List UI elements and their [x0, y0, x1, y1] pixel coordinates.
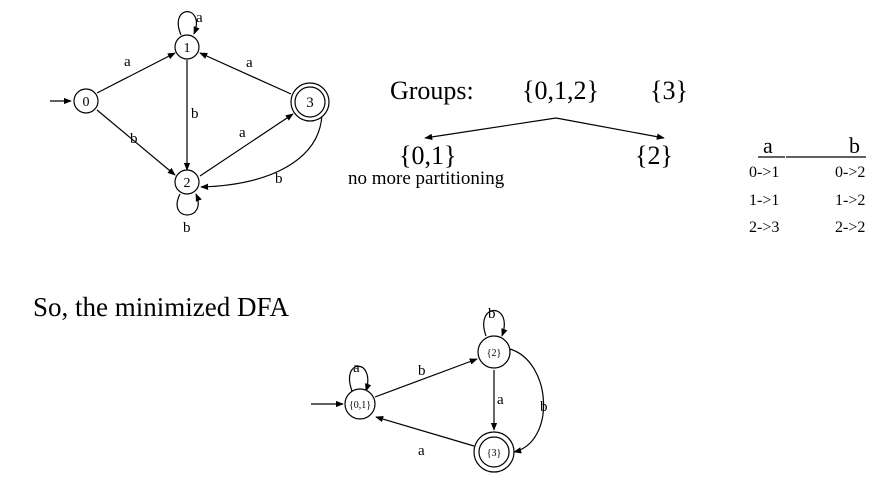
- table-cell: 1->1: [749, 192, 780, 209]
- min-state-2: [477, 335, 511, 369]
- table-header-b: b: [849, 133, 860, 158]
- min-state-3-label: {3}: [487, 448, 502, 459]
- edge-0-to-2-label: b: [130, 131, 138, 147]
- state-3-inner: [294, 86, 326, 118]
- edge-3-to-2: [200, 113, 323, 190]
- self-loop-2-label: b: [183, 220, 191, 236]
- self-loop-2: [176, 193, 202, 216]
- edge-2-to-3-label: a: [239, 125, 246, 141]
- edge-0-to-1-label: a: [124, 54, 131, 70]
- min-edge-2-to-3-label: a: [497, 392, 504, 408]
- min-state-01-label: {0,1}: [349, 400, 371, 411]
- min-edge-3-to-2: [509, 348, 545, 454]
- edge-1-to-2-label: b: [191, 106, 199, 122]
- state-1: [174, 34, 200, 60]
- min-self-loop-2-label: b: [488, 306, 496, 322]
- edge-3-to-1: [199, 52, 292, 95]
- group-0-1-2: {0,1,2}: [522, 76, 599, 105]
- split-group-0-1: {0,1}: [399, 141, 457, 170]
- conclusion-text: So, the minimized DFA: [33, 292, 289, 322]
- min-state-3-inner: [478, 436, 510, 468]
- partition-split: [424, 117, 665, 141]
- min-edge-01-to-2-label: b: [418, 363, 426, 379]
- min-edge-3-to-01: [375, 415, 475, 447]
- table-header-a: a: [763, 133, 773, 158]
- state-0: [73, 88, 99, 114]
- group-3: {3}: [650, 76, 688, 105]
- partition-note: no more partitioning: [348, 168, 505, 189]
- table-cell: 2->2: [835, 219, 866, 236]
- table-cell: 1->2: [835, 192, 866, 209]
- min-state-01: [344, 388, 376, 420]
- edge-3-to-2-label: b: [275, 171, 283, 187]
- edge-2-to-3: [199, 113, 294, 177]
- self-loop-1: [177, 11, 200, 36]
- min-edge-3-to-01-label: a: [418, 443, 425, 459]
- min-self-loop-01: [349, 365, 372, 392]
- min-self-loop-2: [483, 310, 508, 337]
- split-arrow-right: [555, 117, 665, 140]
- table-cell: 2->3: [749, 219, 780, 236]
- state-2-label: 2: [184, 176, 191, 191]
- state-2: [174, 169, 200, 195]
- split-group-2: {2}: [635, 141, 673, 170]
- self-loop-1-label: a: [196, 10, 203, 26]
- min-self-loop-01-label: a: [353, 360, 360, 376]
- state-3-label: 3: [306, 95, 314, 111]
- edge-0-to-1: [96, 52, 176, 94]
- state-0-label: 0: [83, 95, 90, 110]
- original-dfa: 0 1 2 3 a b a b a a b b: [50, 10, 330, 236]
- table-cell: 0->2: [835, 164, 866, 181]
- table-cell: 0->1: [749, 164, 780, 181]
- split-arrow-left: [424, 117, 557, 141]
- state-1-label: 1: [184, 41, 191, 56]
- minimized-dfa: {0,1} {2} {3} a b b a b a: [311, 306, 548, 473]
- min-edge-3-to-2-label: b: [540, 399, 548, 415]
- min-state-2-label: {2}: [487, 348, 502, 359]
- edge-0-to-2: [96, 109, 176, 176]
- groups-label: Groups:: [390, 76, 474, 105]
- edge-3-to-1-label: a: [246, 55, 253, 71]
- min-edge-01-to-2: [374, 358, 478, 398]
